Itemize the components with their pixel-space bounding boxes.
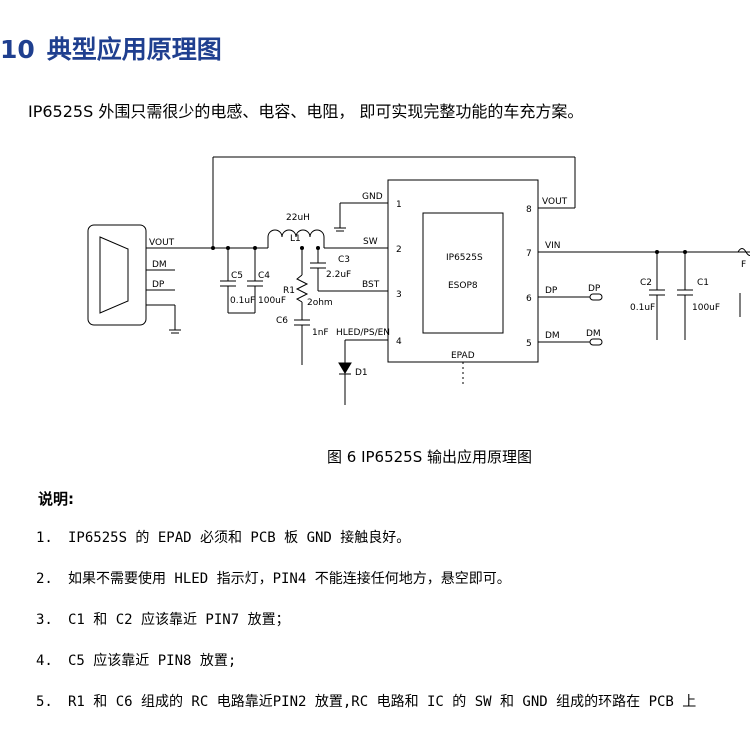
ic-epad-label: EPAD <box>451 351 475 361</box>
note-text: R1 和 C6 组成的 RC 电路靠近PIN2 放置,RC 电路和 IC 的 S… <box>68 694 697 710</box>
pin-3-num: 3 <box>396 290 402 300</box>
pin-4-name: HLED/PS/EN <box>336 328 390 338</box>
note-item: 3. C1 和 C2 应该靠近 PIN7 放置； <box>36 609 290 629</box>
r1-ref: R1 <box>283 286 295 296</box>
note-item: 5. R1 和 C6 组成的 RC 电路靠近PIN2 放置,RC 电路和 IC 的… <box>36 691 696 711</box>
intro-paragraph: IP6525S 外围只需很少的电感、电容、电阻， 即可实现完整功能的车充方案。 <box>28 102 584 121</box>
note-number: 5. <box>36 694 53 710</box>
c6-ref: C6 <box>276 316 288 326</box>
note-number: 1. <box>36 530 53 546</box>
dp-out-pad <box>589 293 603 301</box>
c3-ref: C3 <box>338 255 350 265</box>
pin-7-num: 7 <box>526 249 532 259</box>
inductor-value: 22uH <box>286 213 310 223</box>
note-item: 4. C5 应该靠近 PIN8 放置; <box>36 650 236 670</box>
connector-dm-label: DM <box>152 260 167 270</box>
note-number: 3. <box>36 612 53 628</box>
c1-ref: C1 <box>697 278 709 288</box>
pin-8-name: VOUT <box>542 197 568 207</box>
diode-d1 <box>338 362 352 374</box>
pin-5-name: DM <box>545 331 560 341</box>
note-text: C1 和 C2 应该靠近 PIN7 放置； <box>68 612 290 628</box>
pin-6-name: DP <box>545 286 558 296</box>
c1-value: 100uF <box>692 303 720 313</box>
c5-value: 0.1uF <box>230 296 255 306</box>
notes-title: 说明: <box>38 490 74 508</box>
figure-caption: 图 6 IP6525S 输出应用原理图 <box>327 448 533 466</box>
section-number: 10 <box>0 35 35 64</box>
pin-2-name: SW <box>363 237 378 247</box>
note-item: 2. 如果不需要使用 HLED 指示灯，PIN4 不能连接任何地方，悬空即可。 <box>36 568 511 588</box>
inductor-coil <box>267 229 325 248</box>
note-text: IP6525S 的 EPAD 必须和 PCB 板 GND 接触良好。 <box>68 530 411 546</box>
note-text: 如果不需要使用 HLED 指示灯，PIN4 不能连接任何地方，悬空即可。 <box>68 571 511 587</box>
section-title: 典型应用原理图 <box>46 35 222 64</box>
dp-out-label: DP <box>588 284 601 294</box>
fuse-f <box>737 248 750 256</box>
c4-ref: C4 <box>258 271 270 281</box>
d1-ref: D1 <box>355 368 368 378</box>
connector-dp-label: DP <box>152 280 165 290</box>
ic-inner-pad <box>422 212 504 334</box>
pin-2-num: 2 <box>396 245 402 255</box>
inductor-ref: L1 <box>290 234 301 244</box>
c4-value: 100uF <box>258 296 286 306</box>
c6-value: 1nF <box>312 328 329 338</box>
ic-body <box>387 179 539 363</box>
pin-1-num: 1 <box>396 200 402 210</box>
c5-ref: C5 <box>231 271 243 281</box>
pin-1-name: GND <box>362 192 383 202</box>
ic-chip-name: IP6525S <box>446 253 483 263</box>
usb-connector-inner <box>99 236 129 314</box>
c2-value: 0.1uF <box>630 303 655 313</box>
connector-vout-label: VOUT <box>149 238 175 248</box>
note-number: 4. <box>36 653 53 669</box>
r1-value: 2ohm <box>307 298 333 308</box>
dm-out-label: DM <box>586 329 601 339</box>
pin-8-num: 8 <box>526 205 532 215</box>
section-heading: 10 典型应用原理图 <box>0 30 222 70</box>
schematic-diagram: 1 GND 2 SW 3 BST 4 HLED/PS/EN 8 VOUT 7 V… <box>87 156 750 405</box>
note-item: 1. IP6525S 的 EPAD 必须和 PCB 板 GND 接触良好。 <box>36 527 410 547</box>
dm-out-pad <box>589 338 603 346</box>
usb-connector-outline <box>87 224 147 326</box>
pin-6-num: 6 <box>526 294 532 304</box>
note-text: C5 应该靠近 PIN8 放置; <box>68 653 237 669</box>
c3-value: 2.2uF <box>326 270 351 280</box>
pin-4-num: 4 <box>396 337 402 347</box>
fuse-ref: F <box>741 260 746 270</box>
c2-ref: C2 <box>640 278 652 288</box>
note-number: 2. <box>36 571 53 587</box>
resistor-r1 <box>295 274 309 303</box>
pin-7-name: VIN <box>545 241 561 251</box>
pin-5-num: 5 <box>526 339 532 349</box>
ic-chip-package: ESOP8 <box>448 281 478 291</box>
pin-3-name: BST <box>362 280 380 290</box>
